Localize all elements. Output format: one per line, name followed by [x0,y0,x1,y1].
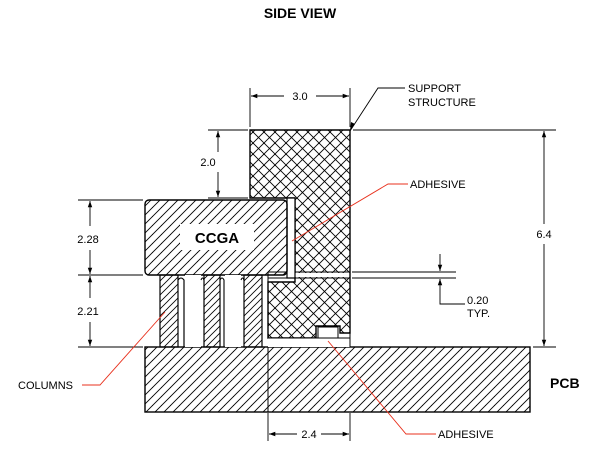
callout-support-structure [349,87,405,132]
dimension-gap [352,254,465,305]
dimension-ccga-height [78,199,143,276]
adhesive-strip [286,197,296,279]
dimension-gap-typ: TYP. [467,308,490,320]
dimension-column-height [78,276,143,348]
callout-columns [82,311,166,386]
adhesive-bead [317,326,339,339]
dimension-support-inset [267,413,351,441]
columns [159,274,263,348]
dimension-total-height-value: 6.4 [536,229,551,241]
dimension-support-above-ccga-value: 2.0 [200,157,215,169]
callout-columns-label: COLUMNS [18,380,73,392]
ccga-label: CCGA [195,230,239,247]
callout-adhesive-bottom-label: ADHESIVE [438,429,494,441]
diagram-title: SIDE VIEW [264,5,337,21]
callout-support-line2: STRUCTURE [408,97,476,109]
dimension-support-width [249,88,351,127]
dimension-total-height [353,129,556,348]
dimension-column-height-value: 2.21 [77,306,98,318]
dimension-ccga-height-value: 2.28 [77,234,98,246]
callout-adhesive-bottom [327,340,436,435]
pcb-board [144,346,531,413]
callout-support-line1: SUPPORT [408,83,461,95]
callout-adhesive-top-label: ADHESIVE [410,179,466,191]
dimension-support-inset-value: 2.4 [301,429,316,441]
pcb-label: PCB [550,375,580,391]
ccga-body [144,199,288,276]
dimension-gap-value: 0.20 [467,295,488,307]
dimension-support-width-value: 3.0 [292,91,307,103]
dimension-support-above-ccga [208,129,248,199]
callout-adhesive-top [291,183,408,242]
